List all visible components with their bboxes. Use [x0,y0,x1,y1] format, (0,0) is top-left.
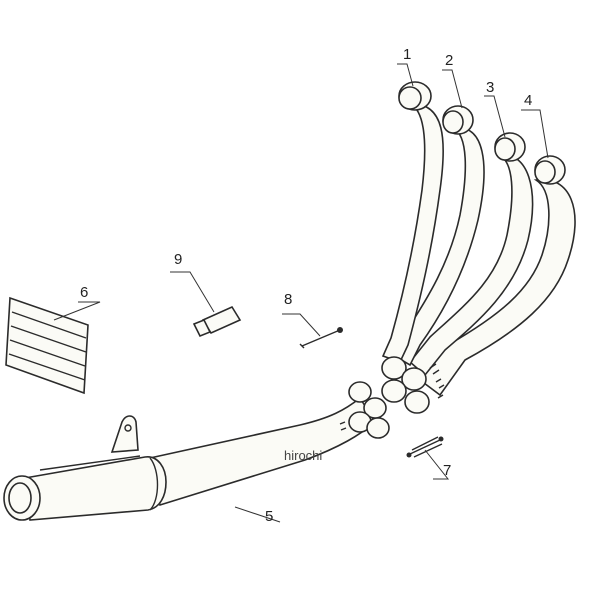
callout-9: 9 [174,251,182,268]
header-collector-ends [381,356,445,414]
heat-shield-sticker [5,296,89,395]
callout-4: 4 [524,92,532,109]
header-pipe-1 [381,81,444,363]
spring-hook-tool [299,327,343,349]
spring [406,436,444,458]
callout-6: 6 [80,284,88,301]
callout-5: 5 [265,508,273,525]
callout-3: 3 [486,79,494,96]
watermark: hirochi [284,448,322,463]
header-pipe-3 [408,132,534,377]
leader-lines [53,63,549,523]
callout-1: 1 [403,46,411,63]
muffler-assembly [3,381,390,521]
grease-tube [192,305,242,338]
callout-8: 8 [284,291,292,308]
header-pipe-4 [418,155,576,397]
callout-7: 7 [443,462,451,479]
callout-2: 2 [445,52,453,69]
